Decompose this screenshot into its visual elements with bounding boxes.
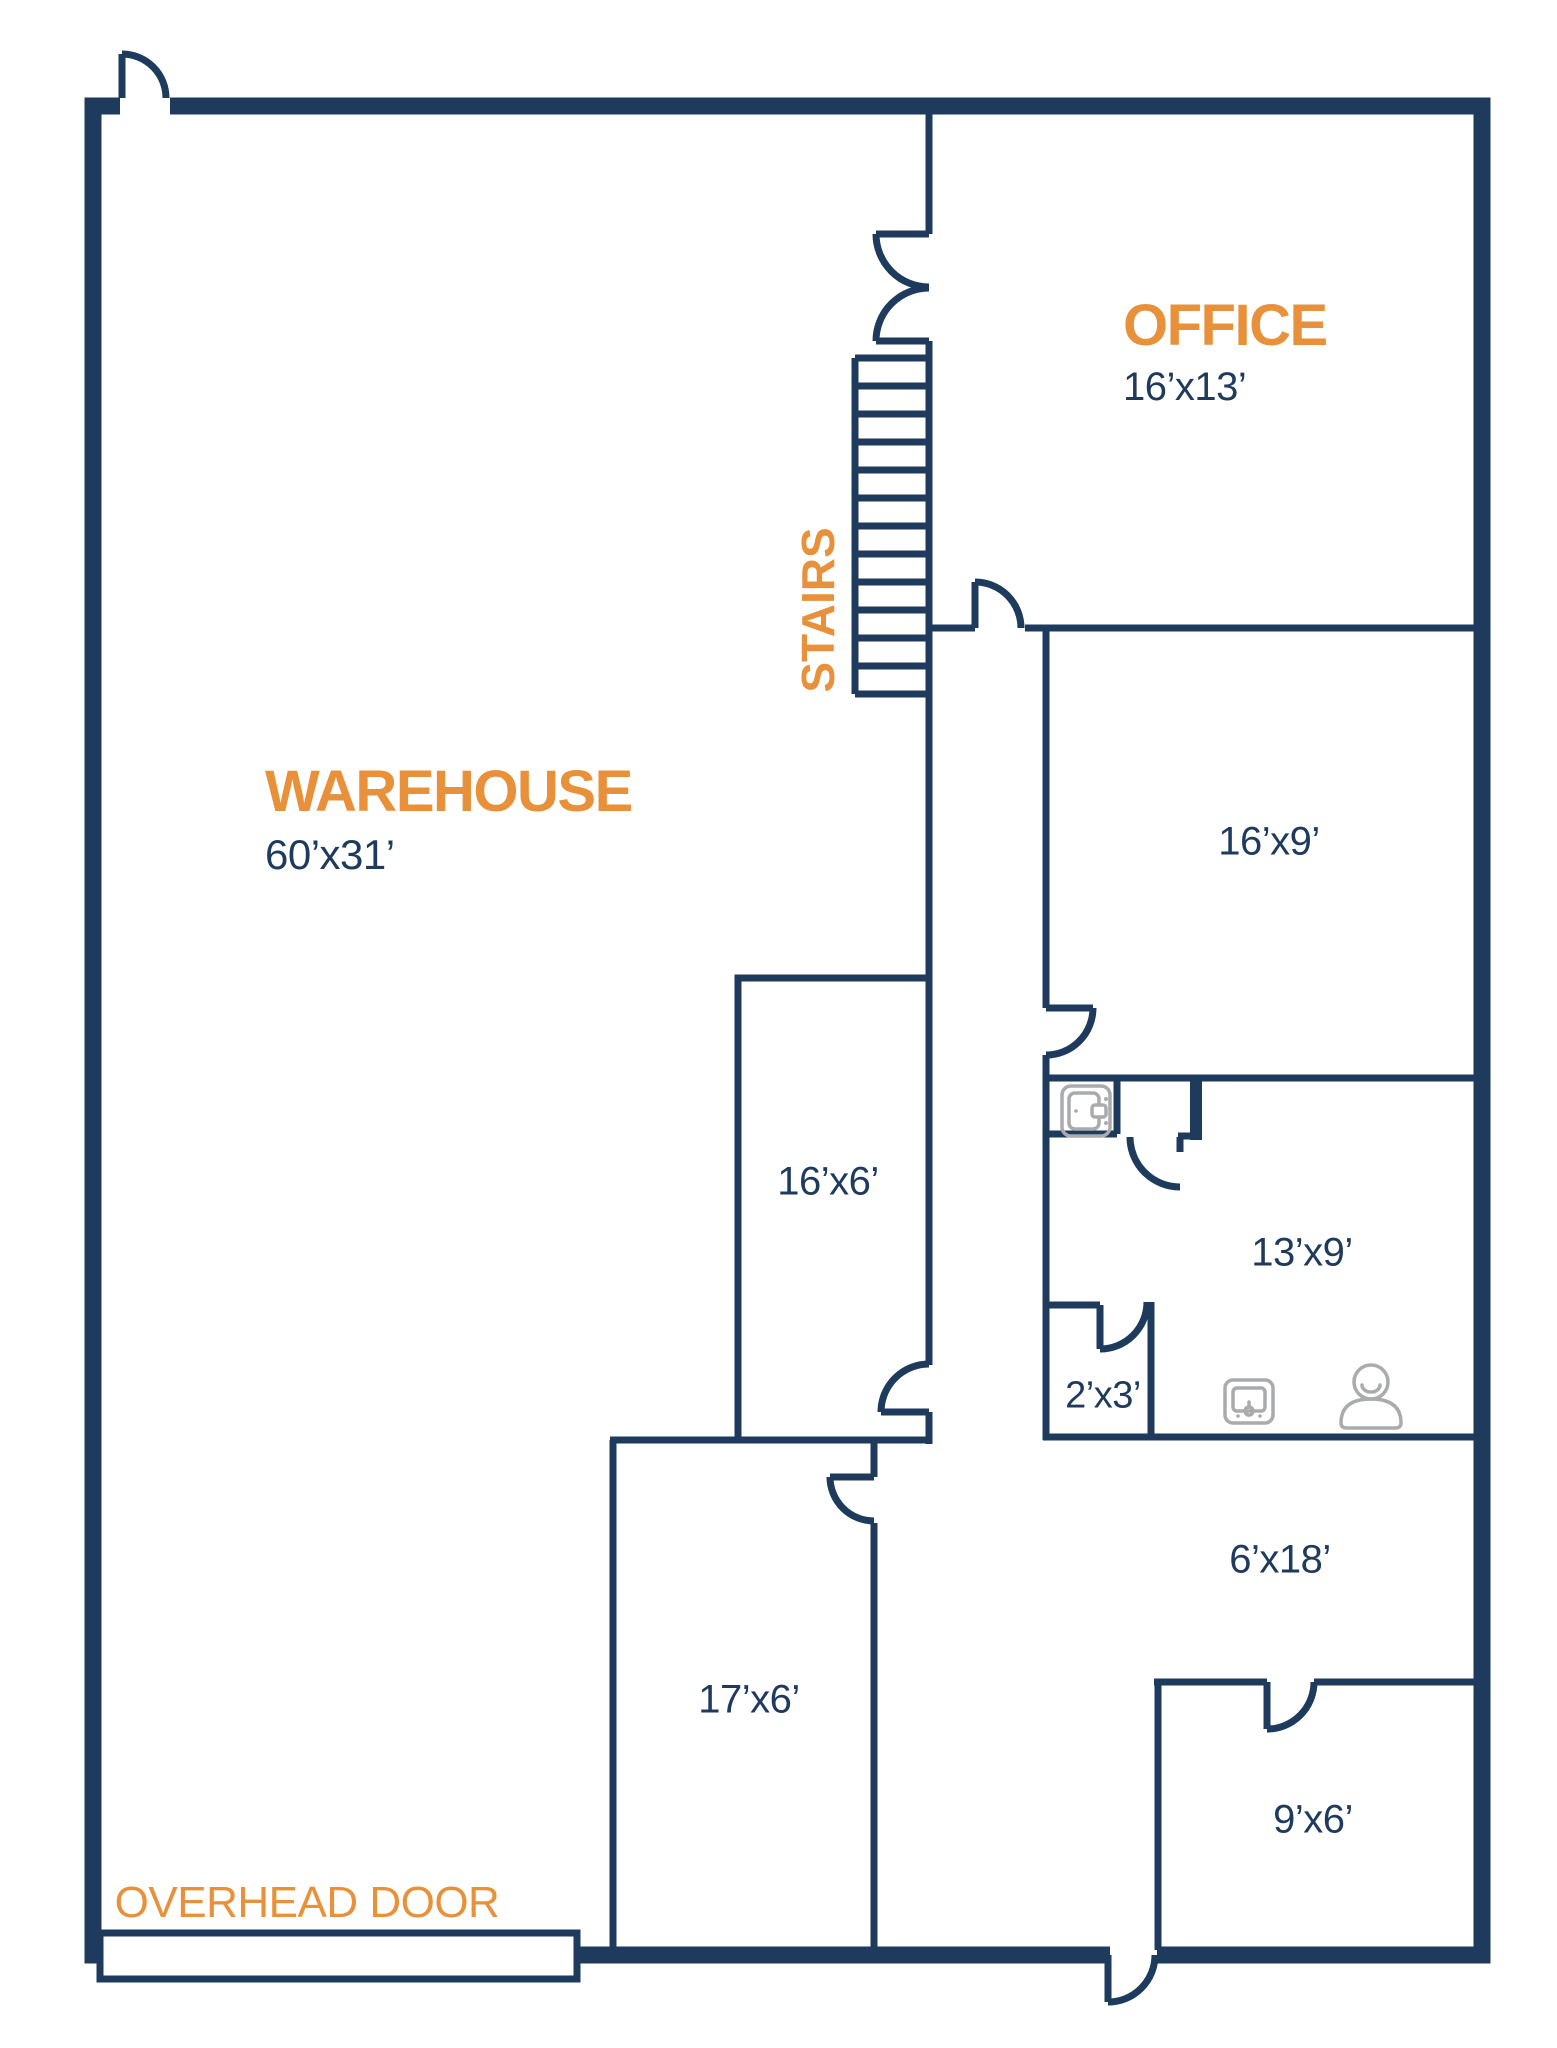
overhead-door-symbol bbox=[96, 1929, 581, 1983]
stairs-label: STAIRS bbox=[792, 527, 844, 693]
stairs bbox=[851, 354, 926, 698]
warehouse-label-block: WAREHOUSE 60’x31’ bbox=[265, 763, 633, 879]
office-label-block: OFFICE 16’x13’ bbox=[1123, 297, 1328, 410]
office-dims: 16’x13’ bbox=[1123, 365, 1247, 409]
exterior-wall-top-right bbox=[170, 97, 1491, 1964]
double-door-lower-leaf bbox=[872, 284, 930, 345]
fixtures bbox=[1060, 1084, 1403, 1430]
exterior-wall-left-bottom bbox=[84, 97, 1110, 1964]
warehouse-title: WAREHOUSE bbox=[265, 759, 633, 824]
vestibule-pillar bbox=[1190, 1075, 1202, 1140]
room-17x6-dims: 17’x6’ bbox=[698, 1677, 800, 1722]
double-door-upper-leaf bbox=[872, 230, 930, 291]
office-title: OFFICE bbox=[1123, 293, 1328, 358]
room-16x6-walls bbox=[734, 974, 929, 1440]
warehouse-dims: 60’x31’ bbox=[265, 831, 395, 878]
door-swings bbox=[118, 50, 1318, 2006]
overhead-door-label: OVERHEAD DOOR bbox=[114, 1878, 500, 1927]
exterior-walls bbox=[84, 97, 1491, 1964]
sink-icon bbox=[1060, 1084, 1112, 1138]
room-16x6-door bbox=[877, 1360, 930, 1416]
toilet-icon bbox=[1339, 1363, 1403, 1430]
room-9x6-walls bbox=[1154, 1678, 1479, 1950]
room-16x6-dims: 16’x6’ bbox=[777, 1159, 879, 1204]
vestibule-jamb bbox=[1176, 1132, 1190, 1152]
corridor-6x18-dims: 6’x18’ bbox=[1229, 1537, 1331, 1582]
exit-door-bottom bbox=[1104, 1954, 1159, 2006]
room-13x9-dims: 13’x9’ bbox=[1251, 1230, 1353, 1275]
office-door bbox=[971, 578, 1025, 629]
stair-treads bbox=[855, 354, 926, 698]
room-16x9-door bbox=[1045, 1004, 1097, 1059]
entry-door-top-left bbox=[118, 50, 170, 99]
room-9x6-dims: 9’x6’ bbox=[1273, 1797, 1353, 1842]
room-9x6-door bbox=[1263, 1681, 1318, 1733]
closet-2x3-door bbox=[1096, 1301, 1151, 1353]
closet-2x3-dims: 2’x3’ bbox=[1065, 1374, 1141, 1417]
room-16x9-dims: 16’x9’ bbox=[1218, 819, 1320, 864]
room-17x6-walls bbox=[609, 1436, 929, 1950]
interior-walls bbox=[609, 114, 1479, 1950]
control-panel-icon bbox=[1223, 1378, 1275, 1425]
room-17x6-door bbox=[826, 1473, 875, 1525]
closet-2x3-walls bbox=[1043, 1301, 1155, 1440]
room-13x9-door bbox=[1126, 1136, 1181, 1191]
